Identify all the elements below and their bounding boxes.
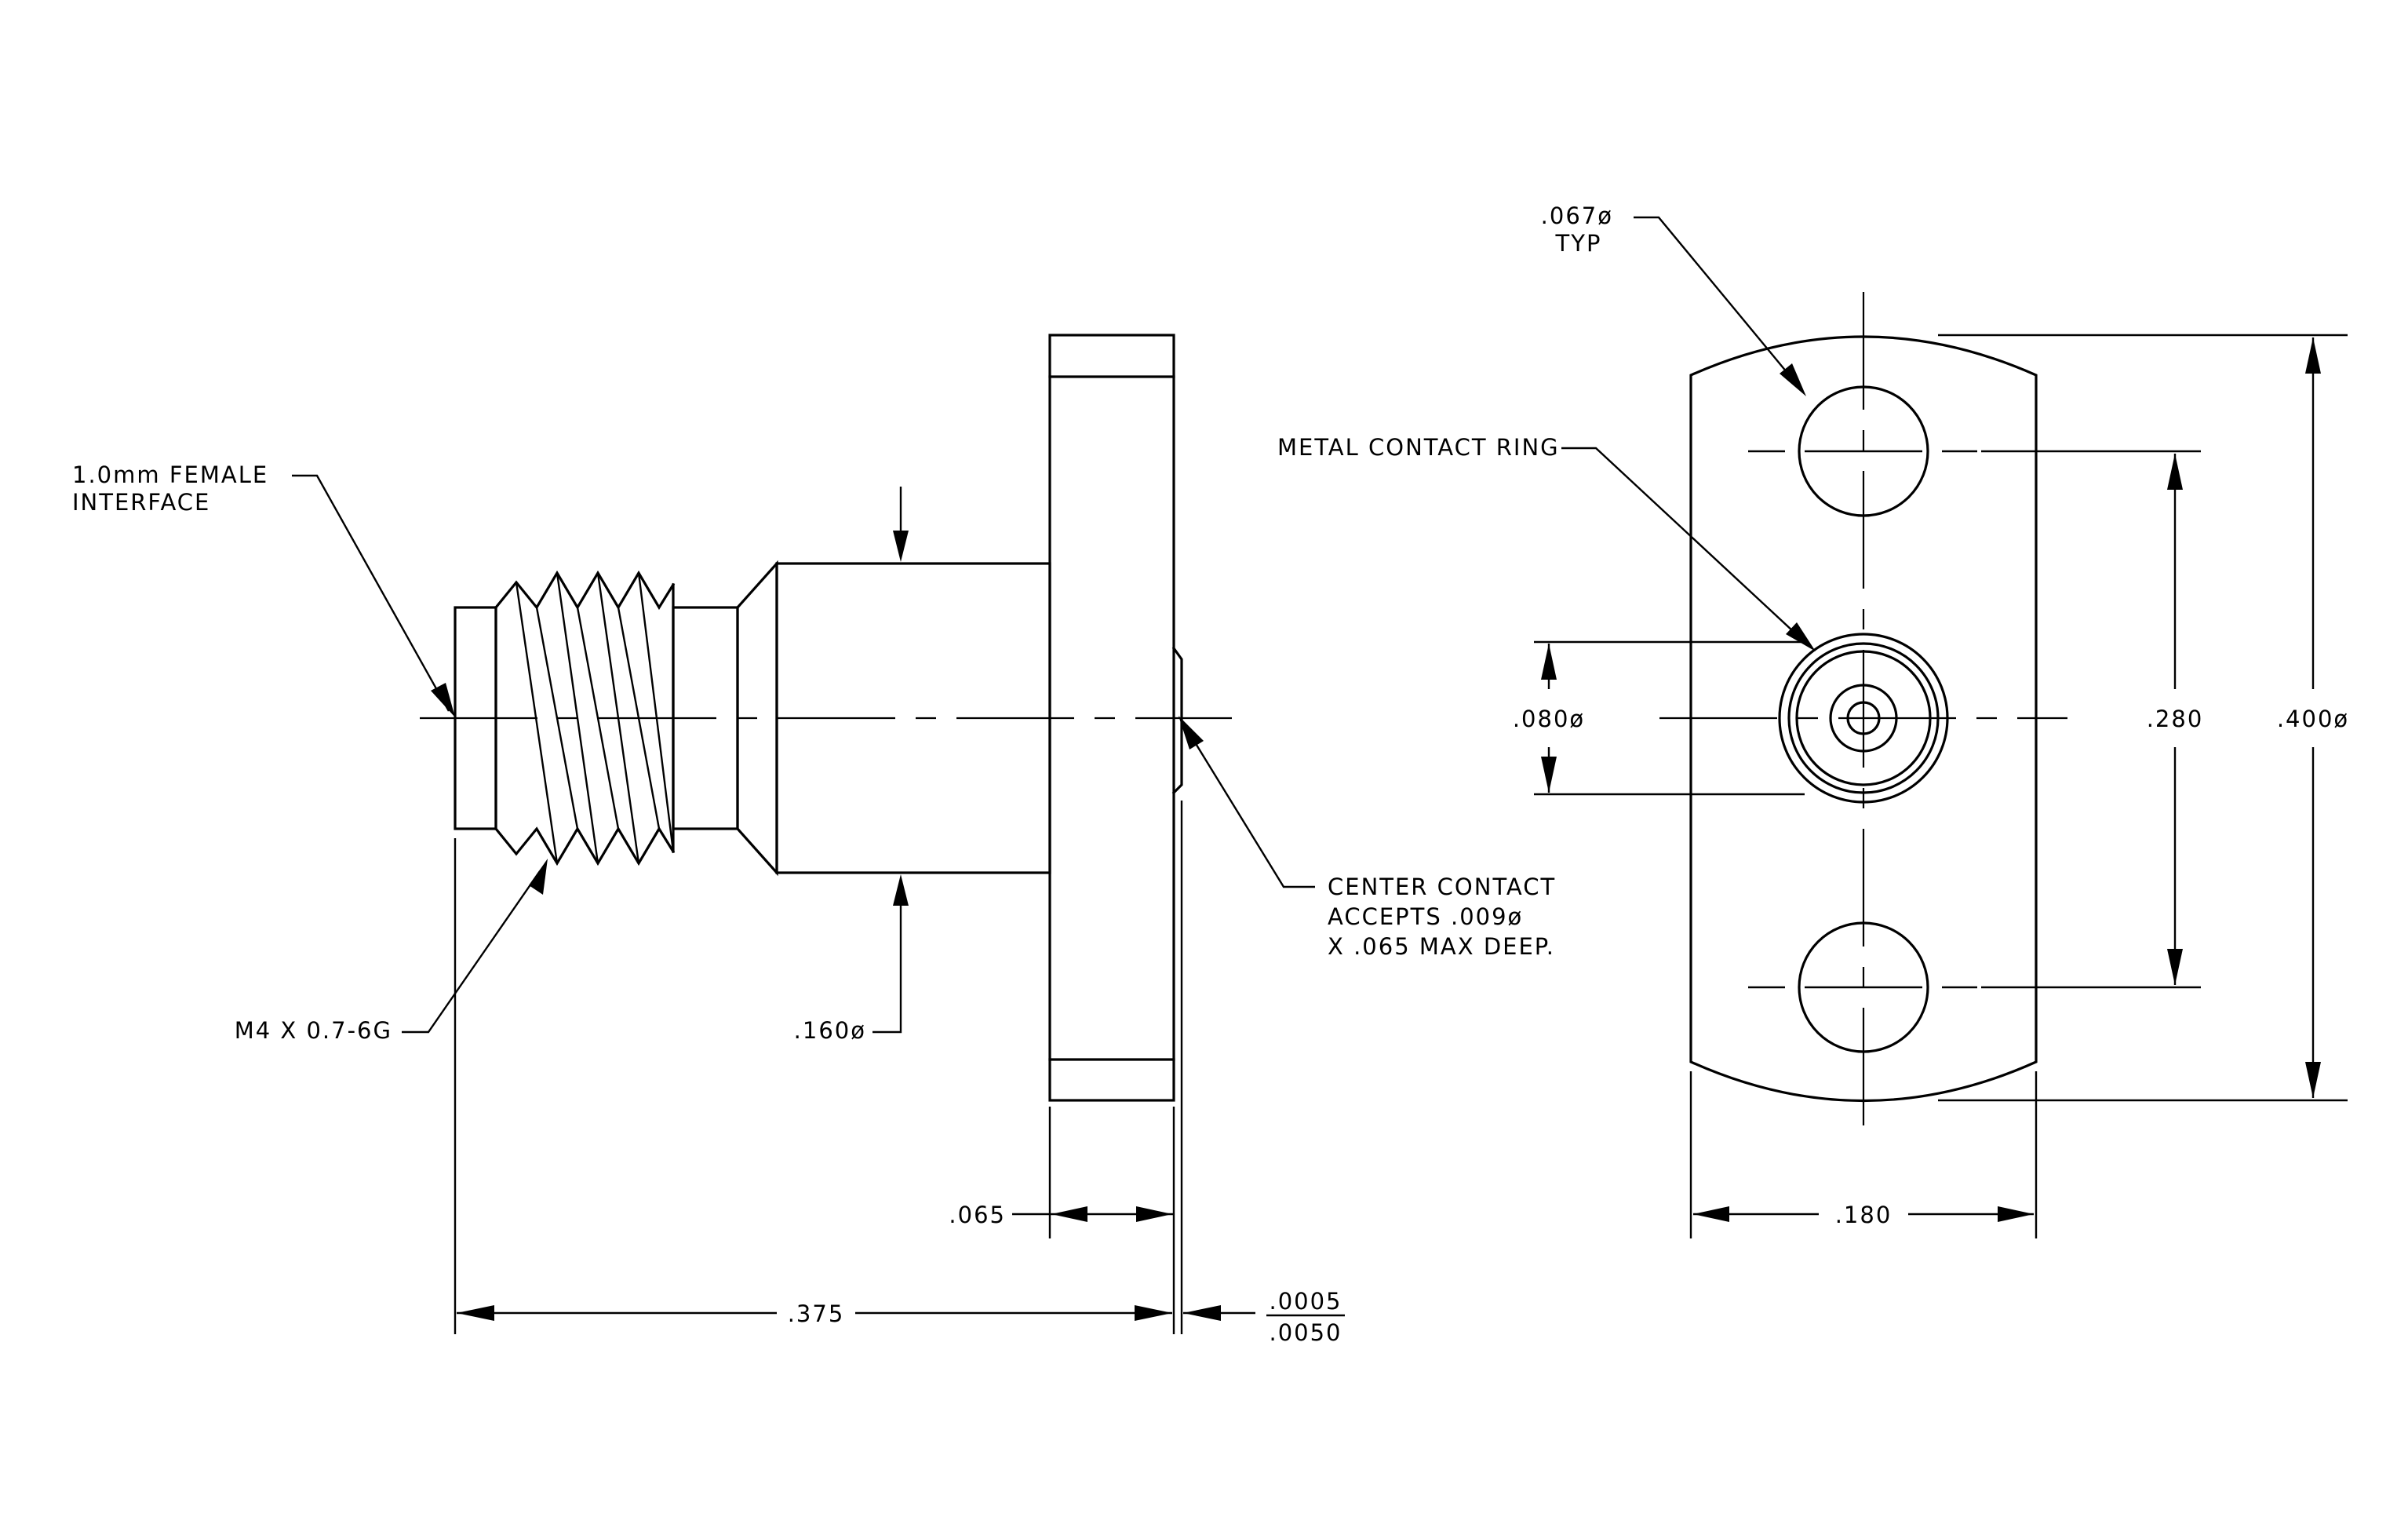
- hole-diameter-label-2: TYP: [1555, 230, 1602, 257]
- center-contact-callout: CENTER CONTACT ACCEPTS .009ø X .065 MAX …: [1178, 716, 1556, 960]
- overall-length-label: .375: [788, 1300, 845, 1327]
- flange-thickness-dim: .065: [949, 1107, 1175, 1334]
- contact-ring-callout: METAL CONTACT RING: [1277, 434, 1816, 651]
- center-contact-label-2: ACCEPTS .009ø: [1328, 903, 1523, 930]
- female-interface-callout: 1.0mm FEMALE INTERFACE: [72, 461, 455, 717]
- hole-spacing-label: .280: [2147, 706, 2204, 732]
- center-contact-label-3: X .065 MAX DEEP.: [1328, 933, 1555, 960]
- ring-diameter-label: .080ø: [1513, 706, 1585, 732]
- recess-label-top: .0005: [1269, 1288, 1342, 1315]
- recess-dim: .0005 .0050: [1183, 1288, 1345, 1346]
- hole-spacing-dim: .280: [1981, 450, 2204, 989]
- female-interface-label-1: 1.0mm FEMALE: [72, 461, 268, 488]
- hole-diameter-callout: .067ø TYP: [1541, 202, 1806, 396]
- ring-diameter-dim: .080ø: [1513, 640, 1805, 796]
- body-diameter-label: .160ø: [794, 1017, 866, 1044]
- flange-thickness-label: .065: [949, 1202, 1006, 1228]
- flange-width-label: .180: [1835, 1202, 1893, 1228]
- hole-diameter-label-1: .067ø: [1541, 202, 1613, 229]
- overall-length-dim: .375: [454, 801, 1183, 1334]
- flange-outline: [1689, 335, 2038, 1103]
- front-view: .067ø TYP METAL CONTACT RING .080ø: [1277, 202, 2349, 1238]
- contact-ring-label: METAL CONTACT RING: [1277, 434, 1560, 461]
- flange-width-dim: .180: [1689, 1071, 2038, 1238]
- thread-spec-callout: M4 X 0.7-6G: [235, 859, 548, 1044]
- flange-diameter-label: .400ø: [2277, 706, 2349, 732]
- side-view: 1.0mm FEMALE INTERFACE M4 X 0.7-6G .160ø…: [72, 334, 1556, 1346]
- female-interface-label-2: INTERFACE: [72, 489, 210, 516]
- thread-spec-label: M4 X 0.7-6G: [235, 1017, 392, 1044]
- flange-diameter-dim: .400ø: [1938, 334, 2349, 1102]
- recess-label-bottom: .0050: [1269, 1319, 1342, 1346]
- body-diameter-dim: .160ø: [794, 487, 909, 1044]
- center-contact-label-1: CENTER CONTACT: [1328, 874, 1556, 900]
